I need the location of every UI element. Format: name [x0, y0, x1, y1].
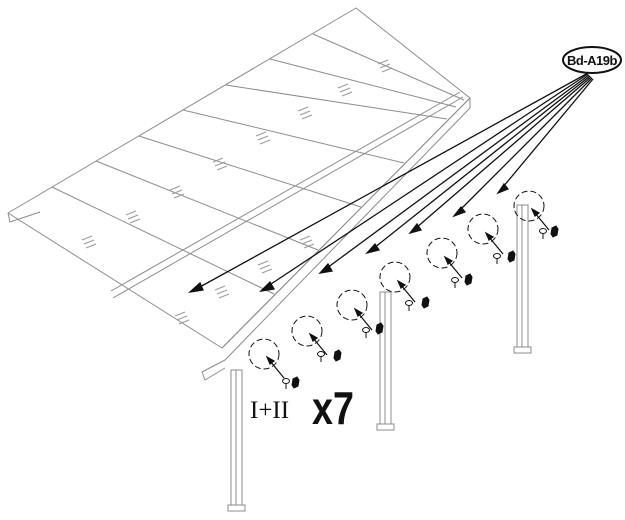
screw-icon	[317, 351, 325, 362]
glare-mark	[337, 83, 353, 97]
glare-mark	[257, 260, 273, 274]
callout-arrow	[496, 78, 594, 195]
callout-arrow	[452, 77, 593, 218]
screw-icon	[282, 378, 290, 389]
glare-mark	[169, 185, 185, 199]
post-front	[227, 369, 246, 512]
glare-mark	[212, 157, 228, 171]
fastener-details	[248, 190, 559, 389]
nut-icon	[421, 296, 430, 309]
pergola-roof	[7, 7, 471, 381]
callout-arrow	[259, 73, 589, 292]
screw-icon	[493, 253, 501, 264]
callout-arrows	[187, 72, 594, 293]
posts	[227, 204, 532, 512]
rafter	[269, 58, 457, 108]
glare-mark	[81, 235, 97, 249]
screw-icon	[362, 327, 370, 338]
rafter	[182, 109, 405, 164]
rafter	[138, 135, 362, 208]
post-middle	[376, 291, 395, 431]
nut-icon	[550, 225, 559, 238]
post-back	[513, 204, 532, 354]
nut-icon	[375, 322, 384, 335]
glare-mark	[297, 106, 313, 120]
screw-icon	[405, 300, 413, 311]
detail-circle	[248, 190, 545, 370]
rafter	[312, 33, 465, 101]
rafter	[225, 84, 448, 120]
rafter	[51, 186, 275, 295]
callout-arrow	[365, 75, 591, 255]
cross-beam	[110, 91, 461, 292]
callout-arrow	[408, 76, 592, 235]
nut-icon	[291, 376, 300, 389]
part-code-badge: Bd-A19b	[562, 46, 622, 74]
nut-icon	[507, 250, 516, 263]
glare-mark	[125, 210, 141, 224]
quantity-label: x7	[312, 382, 354, 433]
cross-beam	[112, 96, 464, 299]
nut-icon	[464, 273, 473, 286]
screw-icon	[539, 228, 547, 239]
glare-mark	[214, 285, 230, 299]
back-edge	[7, 211, 41, 223]
screw-icon	[451, 277, 459, 288]
front-gutter	[201, 97, 471, 381]
glare-mark	[255, 131, 271, 145]
rafter	[95, 160, 319, 251]
glare-mark	[174, 311, 190, 325]
insert-arrows	[265, 207, 550, 379]
part-code-label: Bd-A19b	[567, 53, 618, 68]
panel-glare	[81, 59, 393, 325]
nut-icon	[333, 349, 342, 362]
step-label: I+II	[250, 397, 289, 424]
glare-mark	[299, 235, 315, 249]
glare-mark	[377, 59, 393, 73]
callout-arrow	[318, 74, 590, 274]
callout-arrow	[187, 72, 589, 293]
roof-outline	[7, 7, 471, 349]
